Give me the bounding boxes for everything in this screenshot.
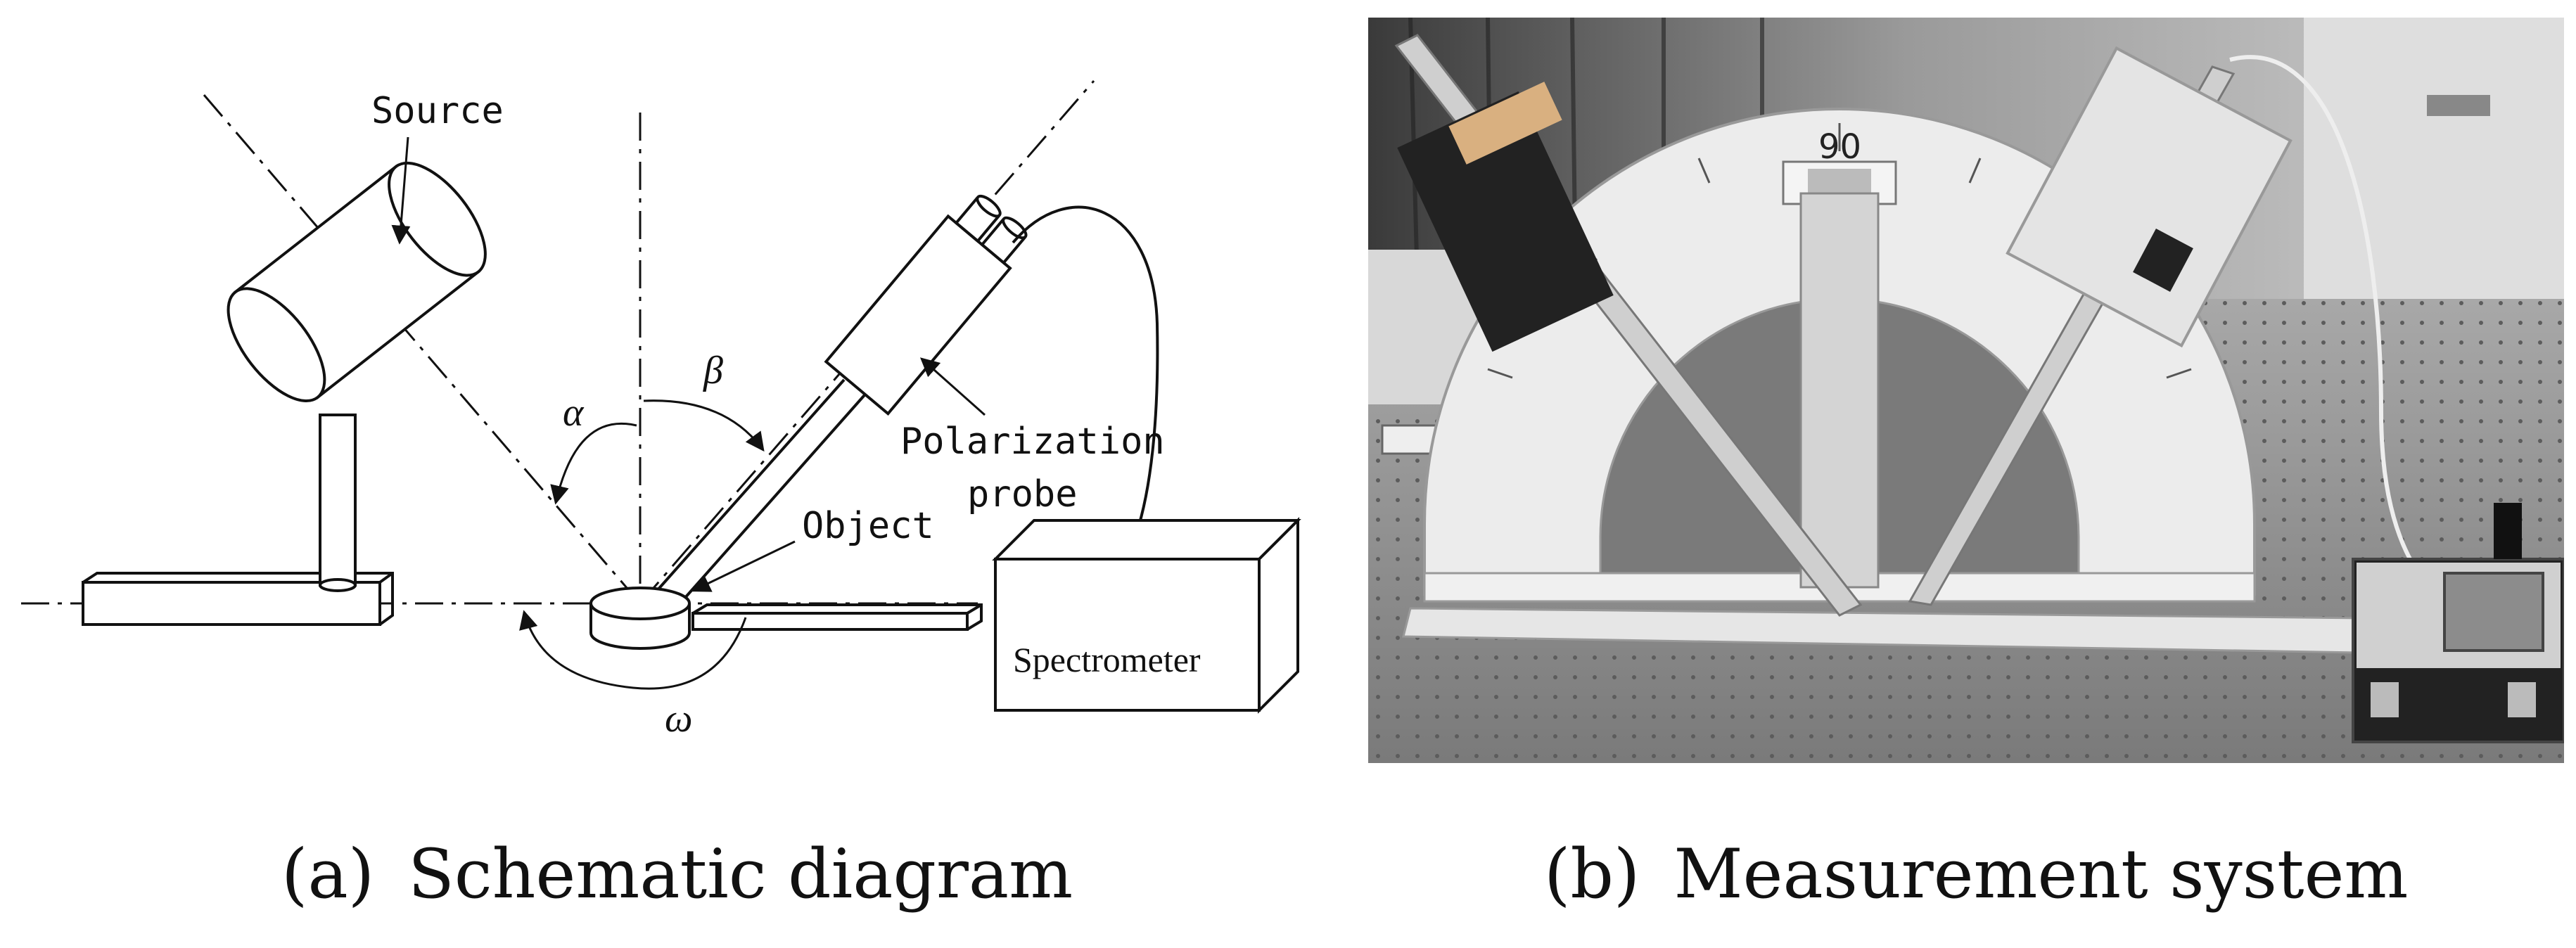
probe-arm-photo xyxy=(1908,46,2293,606)
schematic-diagram-panel: Source α β ω Polarization probe Object S… xyxy=(0,0,1337,788)
photo-cable xyxy=(2229,55,2425,582)
omega-arc xyxy=(519,610,747,690)
protractor-reading: 90 xyxy=(1818,127,1861,167)
source-label: Source xyxy=(371,90,504,132)
spectrometer-box xyxy=(992,517,1301,714)
wall-panel-slot xyxy=(2427,95,2490,116)
wall-panel xyxy=(2304,18,2564,348)
alpha-label: α xyxy=(563,391,585,435)
caption-a: (a)Schematic diagram xyxy=(281,840,1073,908)
caption-a-tag: (a) xyxy=(281,835,375,914)
spectrometer-label: Spectrometer xyxy=(1013,640,1201,679)
probe-leader-arrow xyxy=(919,357,986,416)
polarization-label: Polarization xyxy=(900,421,1165,463)
schematic-diagram: Source α β ω Polarization probe Object S… xyxy=(21,80,1301,741)
caption-a-text: Schematic diagram xyxy=(408,835,1073,914)
object-disk xyxy=(589,587,691,650)
probe-cable xyxy=(1012,205,1159,535)
alpha-arc xyxy=(550,422,637,505)
right-bar xyxy=(691,603,983,631)
caption-b: (b)Measurement system xyxy=(1544,840,2408,908)
incident-beam-line xyxy=(203,94,642,604)
measurement-photo-illustration: 90 xyxy=(1368,18,2564,763)
object-label: Object xyxy=(802,505,934,547)
source-cylinder xyxy=(227,161,487,403)
caption-b-text: Measurement system xyxy=(1673,835,2409,914)
protractor-center-post xyxy=(1799,192,1880,589)
source-leader-arrow xyxy=(391,136,411,245)
omega-label: ω xyxy=(665,697,693,741)
probe-label: probe xyxy=(967,473,1078,515)
caption-b-tag: (b) xyxy=(1544,835,1640,914)
measurement-system-photo: 90 xyxy=(1368,18,2564,763)
source-stand xyxy=(82,414,394,626)
polarization-probe xyxy=(824,194,1028,416)
object-leader-arrow xyxy=(691,540,796,592)
spectrometer-device xyxy=(2352,503,2564,743)
beta-label: β xyxy=(703,349,723,392)
beta-arc xyxy=(643,399,765,452)
probe-arm xyxy=(649,378,870,606)
source-arm xyxy=(1394,34,1863,617)
